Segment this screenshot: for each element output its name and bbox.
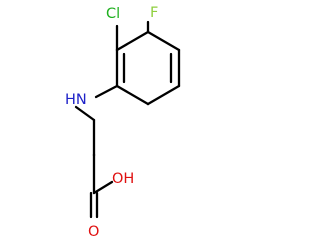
n-ch2-bond xyxy=(74,105,96,122)
hydroxyl-label: OH xyxy=(112,171,134,187)
c-oh-single-bond xyxy=(92,180,114,195)
ring-bond xyxy=(115,84,150,106)
fluorine-label: F xyxy=(150,5,158,21)
amine-label: HN xyxy=(65,92,87,108)
ring-bond xyxy=(146,30,181,52)
ring-n-bond xyxy=(94,84,119,99)
ring-bond xyxy=(115,30,150,52)
ring-bond xyxy=(146,84,181,106)
chlorine-label: Cl xyxy=(106,6,120,22)
carbonyl-oxygen-label: O xyxy=(88,224,99,240)
molecule-structure: Cl F HN O OH xyxy=(65,5,181,240)
benzene-ring xyxy=(115,30,181,106)
